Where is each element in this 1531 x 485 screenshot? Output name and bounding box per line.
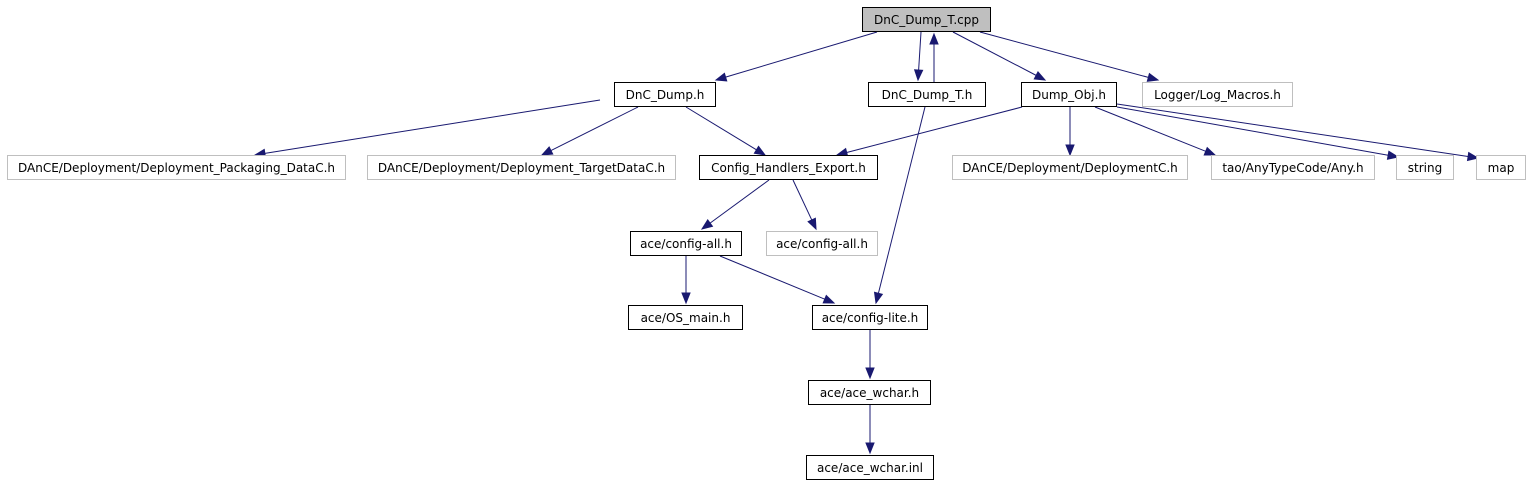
- node-dump-obj-h[interactable]: Dump_Obj.h: [1021, 82, 1117, 107]
- edge-dnc_dump_h-to-targetdata: [550, 106, 639, 151]
- node-ace-config-lite-h[interactable]: ace/config-lite.h: [812, 305, 928, 330]
- arrowhead-dump_obj_h-to-deploymentc: [1065, 144, 1075, 157]
- edge-config_handlers-to-config_all_ext: [792, 179, 813, 221]
- arrowhead-dnc_dump_h-to-config_handlers: [753, 145, 767, 156]
- node-ace-config-all-h[interactable]: ace/config-all.h: [630, 231, 742, 256]
- edge-dnc_dump_h-to-config_handlers: [685, 106, 757, 151]
- edge-root-to-dnc_dump_h: [725, 31, 878, 78]
- arrowhead-dnc_dump_h-to-targetdata: [540, 146, 554, 156]
- node-deploymentc-h: DAnCE/Deployment/DeploymentC.h: [952, 155, 1188, 180]
- edge-dump_obj_h-to-map: [1116, 103, 1469, 158]
- arrowhead-dnc_dump_t_h-to-config_lite: [873, 291, 884, 305]
- arrowhead-root-to-dnc_dump_t_h: [913, 69, 924, 82]
- node-dnc-dump-t-h[interactable]: DnC_Dump_T.h: [868, 82, 986, 107]
- edge-root-to-dump_obj_h: [952, 31, 1037, 76]
- node-ace-wchar-inl[interactable]: ace/ace_wchar.inl: [806, 455, 934, 480]
- node-deployment-packaging-datac-h: DAnCE/Deployment/Deployment_Packaging_Da…: [7, 155, 346, 180]
- node-ace-wchar-h[interactable]: ace/ace_wchar.h: [808, 380, 931, 405]
- arrowhead-root-to-dnc_dump_h: [714, 72, 728, 82]
- arrowhead-root-to-dump_obj_h: [1033, 70, 1047, 81]
- node-dnc-dump-h[interactable]: DnC_Dump.h: [614, 82, 716, 107]
- arrowhead-dnc_dump_t_h-to-root: [929, 32, 939, 45]
- node-log-macros-h: Logger/Log_Macros.h: [1142, 82, 1293, 107]
- arrowhead-dump_obj_h-to-any_h: [1203, 146, 1217, 156]
- arrowhead-ace_wchar_h-to-ace_wchar_inl: [865, 442, 875, 455]
- edge-root-to-dnc_dump_t_h: [918, 31, 922, 71]
- node-any-h: tao/AnyTypeCode/Any.h: [1211, 155, 1375, 180]
- node-ace-config-all-h-external: ace/config-all.h: [766, 231, 878, 256]
- edge-config_handlers-to-config_all: [709, 179, 770, 224]
- edge-dump_obj_h-to-config_handlers: [846, 106, 1023, 153]
- arrowhead-dump_obj_h-to-string: [1386, 150, 1400, 160]
- arrowhead-config_handlers-to-config_all: [700, 218, 714, 230]
- edge-dump_obj_h-to-any_h: [1094, 106, 1206, 152]
- arrowhead-dump_obj_h-to-map: [1466, 151, 1480, 162]
- arrowhead-config_lite-to-ace_wchar_h: [865, 367, 875, 380]
- arrowhead-config_handlers-to-config_all_ext: [807, 217, 817, 231]
- node-ace-os-main-h[interactable]: ace/OS_main.h: [628, 305, 743, 330]
- edge-dnc_dump_h-to-packaging: [264, 99, 601, 154]
- edge-root-to-log_macros: [979, 31, 1149, 78]
- node-string: string: [1396, 155, 1454, 180]
- node-deployment-targetdatac-h: DAnCE/Deployment/Deployment_TargetDataC.…: [367, 155, 676, 180]
- node-config-handlers-export-h[interactable]: Config_Handlers_Export.h: [699, 155, 878, 180]
- arrowhead-config_all-to-os_main: [681, 292, 691, 305]
- node-map: map: [1476, 155, 1526, 180]
- arrowhead-root-to-log_macros: [1146, 72, 1160, 82]
- edge-dnc_dump_t_h-to-config_lite: [877, 106, 926, 294]
- edge-config_all-to-config_lite: [719, 255, 825, 300]
- edge-dump_obj_h-to-string: [1116, 106, 1389, 156]
- arrowhead-config_all-to-config_lite: [822, 294, 836, 304]
- node-dnc-dump-t-cpp[interactable]: DnC_Dump_T.cpp: [862, 7, 991, 32]
